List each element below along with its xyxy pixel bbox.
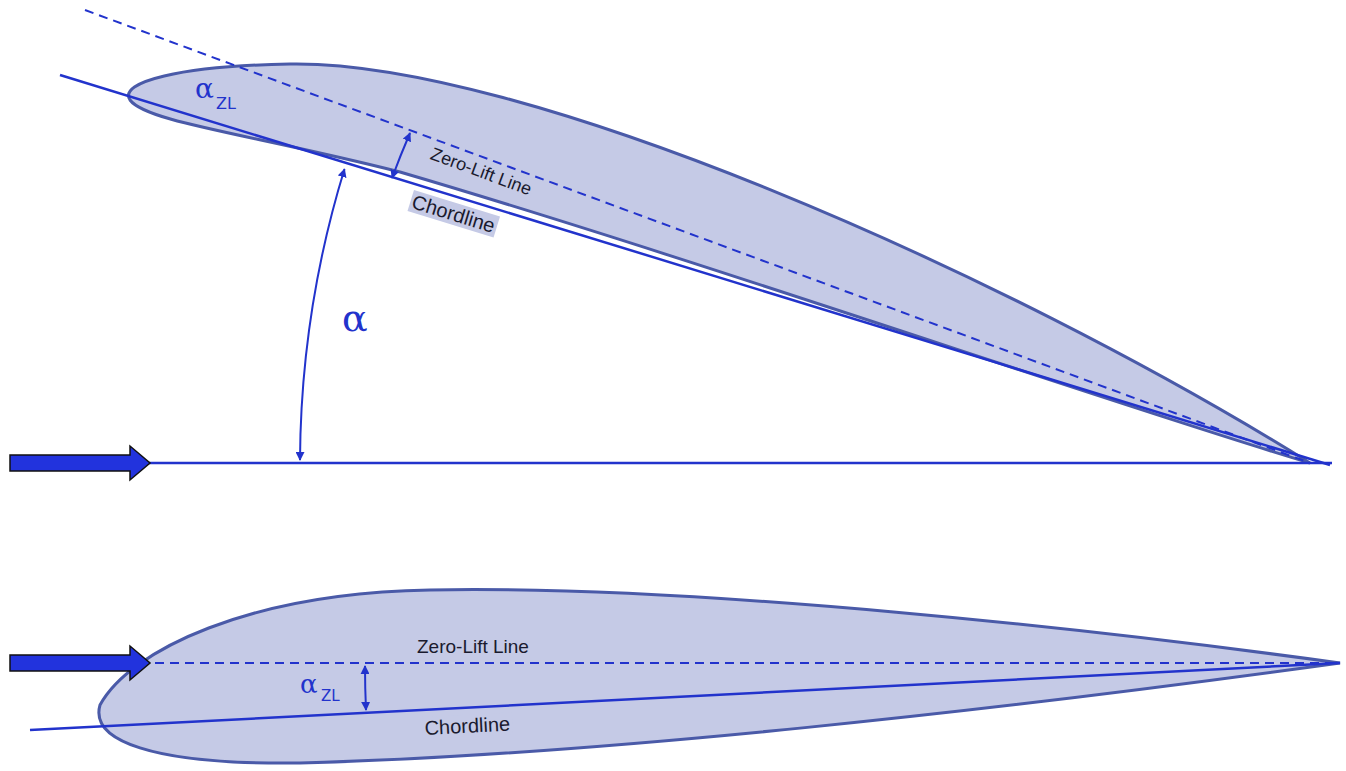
alpha-zl-arc — [365, 666, 366, 710]
flow-arrow — [10, 446, 150, 480]
angle-symbol: α — [193, 74, 216, 104]
chordline — [30, 663, 1340, 730]
alpha-zl-arc — [392, 133, 410, 178]
angle-subscript: ZL — [319, 688, 342, 705]
freestream-line — [140, 462, 1332, 465]
angle-subscript: ZL — [214, 95, 238, 113]
line-label: Chordline — [422, 712, 513, 739]
line-label: Zero-Lift Line — [415, 636, 531, 657]
angle-symbol: α — [298, 670, 320, 698]
flow-arrow — [10, 646, 150, 680]
chordline — [60, 75, 1330, 465]
alpha-arc — [300, 169, 345, 460]
zero-lift-line — [140, 662, 1340, 664]
zero-lift-line — [85, 10, 1310, 463]
airfoil-bottom — [99, 590, 1340, 763]
angle-symbol: α — [340, 298, 370, 338]
